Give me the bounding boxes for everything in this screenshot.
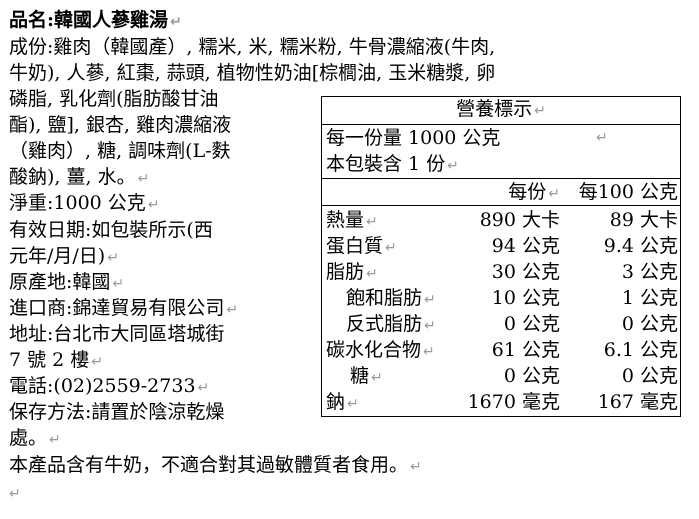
paragraph-mark-icon: ↵: [147, 197, 160, 213]
nutrition-row: 糖↵ 0 公克 0 公克: [322, 364, 680, 390]
address-line-2: 7 號 2 樓↵: [9, 349, 104, 371]
nutrition-row: 鈉↵ 1670 毫克 167 毫克: [322, 390, 680, 416]
paragraph-mark-icon: ↵: [423, 344, 435, 360]
nutrition-row: 蛋白質↵ 94 公克 9.4 公克: [322, 234, 680, 260]
nutrition-row: 碳水化合物↵ 61 公克 6.1 公克: [322, 338, 680, 364]
paragraph-mark-icon: ↵: [112, 276, 125, 292]
paragraph-mark-icon: ↵: [447, 158, 459, 174]
paragraph-mark-icon: ↵: [366, 214, 378, 230]
origin: 原產地:韓國↵: [9, 271, 125, 293]
servings-per-package: 本包裝含 1 份↵: [326, 153, 459, 175]
nutrition-table: 營養標示↵ 每一份量 1000 公克 ↵ 本包裝含 1 份↵ 每份↵ 每100 …: [321, 96, 681, 417]
nutrient-per-serving: 0 公克: [503, 365, 560, 387]
nutrient-per-serving: 1670 毫克: [467, 391, 560, 413]
column-header-row: 每份↵ 每100 公克: [322, 180, 680, 206]
table-divider: [322, 205, 680, 206]
storage-line-1: 保存方法:請置於陰涼乾燥: [9, 401, 225, 423]
paragraph-mark-icon: ↵: [347, 396, 359, 412]
ingredients-line-6: 酸鈉), 薑, 水。↵: [9, 166, 150, 188]
ingredients-line-4: 酯), 鹽], 銀杏, 雞肉濃縮液: [9, 114, 232, 136]
nutrient-per-serving: 10 公克: [491, 287, 560, 309]
nutrient-per-100: 0 公克: [621, 313, 678, 335]
paragraph-mark-icon: ↵: [424, 292, 436, 308]
nutrition-row: 反式脂肪↵ 0 公克 0 公克: [322, 312, 680, 338]
col-per-serving: 每份↵: [508, 181, 560, 203]
paragraph-mark-icon: ↵: [366, 266, 378, 282]
paragraph-mark-icon: ↵: [226, 302, 239, 318]
expiry-line-1: 有效日期:如包裝所示(西: [9, 219, 213, 241]
nutrient-per-serving: 30 公克: [491, 261, 560, 283]
paragraph-mark-icon: ↵: [170, 14, 182, 30]
nutrient-per-100: 89 大卡: [609, 209, 678, 231]
paragraph-mark-icon: ↵: [107, 250, 119, 266]
nutrient-per-100: 1 公克: [621, 287, 678, 309]
nutrient-name: 脂肪: [326, 261, 365, 283]
paragraph-mark-icon: ↵: [424, 318, 436, 334]
nutrient-per-serving: 0 公克: [503, 313, 560, 335]
paragraph-mark-icon: ↵: [548, 186, 560, 202]
nutrient-per-100: 9.4 公克: [603, 235, 678, 257]
nutrition-row: 飽和脂肪↵ 10 公克 1 公克: [322, 286, 680, 312]
ingredients-line-5: （雞肉）, 糖, 調味劑(L-麩: [9, 140, 231, 162]
paragraph-mark-icon: ↵: [596, 130, 608, 146]
net-weight: 淨重:1000 公克↵: [9, 192, 160, 214]
nutrition-row: 熱量↵ 890 大卡 89 大卡: [322, 208, 680, 234]
col-per-100: 每100 公克: [578, 181, 678, 203]
empty-paragraph: ↵: [9, 480, 21, 507]
ingredients-line-1: 成份:雞肉（韓國產）, 糯米, 米, 糯米粉, 牛骨濃縮液(牛肉,: [9, 36, 496, 58]
product-name: 品名:韓國人蔘雞湯↵: [9, 9, 182, 31]
nutrient-name: 鈉: [326, 391, 346, 413]
paragraph-mark-icon: ↵: [9, 486, 21, 502]
paragraph-mark-icon: ↵: [371, 370, 383, 386]
nutrient-name: 反式脂肪: [346, 313, 423, 335]
nutrient-per-100: 3 公克: [621, 261, 678, 283]
importer: 進口商:錦達貿易有限公司↵: [9, 297, 239, 319]
nutrient-per-100: 0 公克: [621, 365, 678, 387]
nutrient-per-serving: 890 大卡: [479, 209, 560, 231]
nutrient-name: 熱量: [326, 209, 365, 231]
paragraph-mark-icon: ↵: [197, 380, 210, 396]
paragraph-mark-icon: ↵: [137, 171, 150, 187]
nutrition-title: 營養標示↵: [322, 97, 680, 125]
expiry-line-2: 元年/月/日)↵: [9, 245, 119, 267]
table-divider: [322, 178, 680, 179]
allergen-warning: 本產品含有牛奶，不適合對其過敏體質者食用。↵: [9, 454, 422, 476]
paragraph-mark-icon: ↵: [410, 459, 422, 475]
nutrient-per-100: 6.1 公克: [603, 339, 678, 361]
nutrient-name: 糖: [350, 365, 370, 387]
storage-line-2: 處。↵: [9, 427, 61, 449]
nutrient-per-serving: 61 公克: [491, 339, 560, 361]
ingredients-line-3: 磷脂, 乳化劑(脂肪酸甘油: [9, 88, 219, 110]
nutrient-per-100: 167 毫克: [597, 391, 678, 413]
nutrient-name: 碳水化合物: [326, 339, 422, 361]
nutrient-name: 飽和脂肪: [346, 287, 423, 309]
paragraph-mark-icon: ↵: [49, 432, 61, 448]
nutrition-row: 脂肪↵ 30 公克 3 公克: [322, 260, 680, 286]
paragraph-mark-icon: ↵: [91, 354, 104, 370]
paragraph-mark-icon: ↵: [385, 240, 397, 256]
paragraph-mark-icon: ↵: [534, 103, 546, 119]
phone: 電話:(02)2559-2733↵: [9, 375, 210, 397]
nutrient-name: 蛋白質: [326, 235, 384, 257]
ingredients-line-2: 牛奶), 人蔘, 紅棗, 蒜頭, 植物性奶油[棕櫚油, 玉米糖漿, 卵: [9, 62, 496, 84]
nutrient-per-serving: 94 公克: [491, 235, 560, 257]
serving-size: 每一份量 1000 公克 ↵: [326, 127, 608, 149]
address-line-1: 地址:台北市大同區塔城街: [9, 323, 225, 345]
